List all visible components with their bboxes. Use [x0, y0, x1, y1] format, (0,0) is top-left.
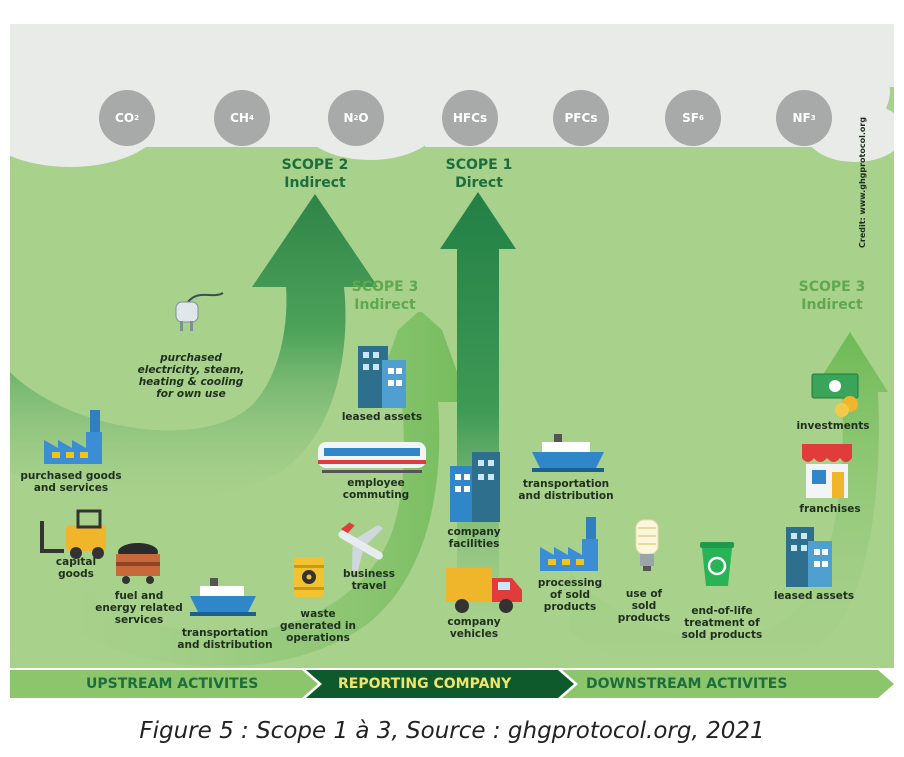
forklift-icon: [40, 509, 106, 559]
plug-icon: [175, 292, 224, 331]
factory-icon: [44, 410, 102, 464]
truck-icon: [446, 568, 522, 613]
shop-icon: [802, 444, 852, 498]
gas-pfcs: PFCs: [553, 90, 609, 146]
scope2-arrow: [10, 194, 378, 502]
band-upstream: UPSTREAM ACTIVITES: [86, 676, 259, 692]
building-icon-upstream: [358, 346, 406, 408]
ship-icon-downstream: [532, 434, 604, 472]
label-company-vehicles: company vehicles: [447, 616, 501, 640]
label-leased-assets-downstream: leased assets: [773, 590, 855, 602]
label-use-sold-products: use of sold products: [617, 588, 671, 624]
figure-caption: Figure 5 : Scope 1 à 3, Source : ghgprot…: [139, 718, 765, 744]
label-employee-commuting: employee commuting: [342, 477, 410, 501]
label-end-of-life: end-of-life treatment of sold products: [681, 605, 763, 641]
scope1-arrow: [440, 192, 516, 632]
band-reporting: REPORTING COMPANY: [338, 676, 512, 692]
label-processing: processing of sold products: [537, 577, 603, 613]
airplane-icon: [338, 522, 384, 574]
train-icon: [318, 442, 426, 473]
label-business-travel: business travel: [343, 568, 395, 592]
light-bulb-icon: [635, 519, 659, 571]
gas-hfcs: HFCs: [442, 90, 498, 146]
label-transport-downstream: transportation and distribution: [518, 478, 614, 502]
credit-text: Credit: www.ghgprotocol.org: [858, 116, 867, 248]
label-company-facilities: company facilities: [447, 526, 501, 550]
scope3-upstream-arrow: [50, 312, 468, 667]
factory-icon-processing: [540, 517, 598, 571]
label-waste: waste generated in operations: [280, 608, 356, 644]
label-investments: investments: [796, 420, 870, 432]
label-transport-upstream: transportation and distribution: [177, 627, 273, 651]
label-electricity: purchased electricity, steam, heating & …: [137, 352, 245, 400]
label-leased-assets-upstream: leased assets: [341, 411, 423, 423]
label-fuel-energy: fuel and energy related services: [95, 590, 183, 626]
activity-band: [10, 668, 894, 700]
label-franchises: franchises: [799, 503, 861, 515]
coal-cart-icon: [116, 543, 160, 584]
label-purchased-goods: purchased goods and services: [20, 470, 122, 494]
money-icon: [811, 373, 859, 417]
waste-barrel-icon: [294, 557, 324, 597]
band-downstream: DOWNSTREAM ACTIVITES: [586, 676, 788, 692]
recycle-bin-icon: [700, 542, 734, 586]
building-icon-downstream: [786, 527, 832, 587]
ship-icon-upstream: [190, 578, 256, 616]
building-icon-company: [450, 452, 500, 522]
cloud-bank: [10, 12, 894, 167]
scope3-downstream-arrow: [570, 332, 888, 675]
label-capital-goods: capital goods: [55, 556, 97, 580]
